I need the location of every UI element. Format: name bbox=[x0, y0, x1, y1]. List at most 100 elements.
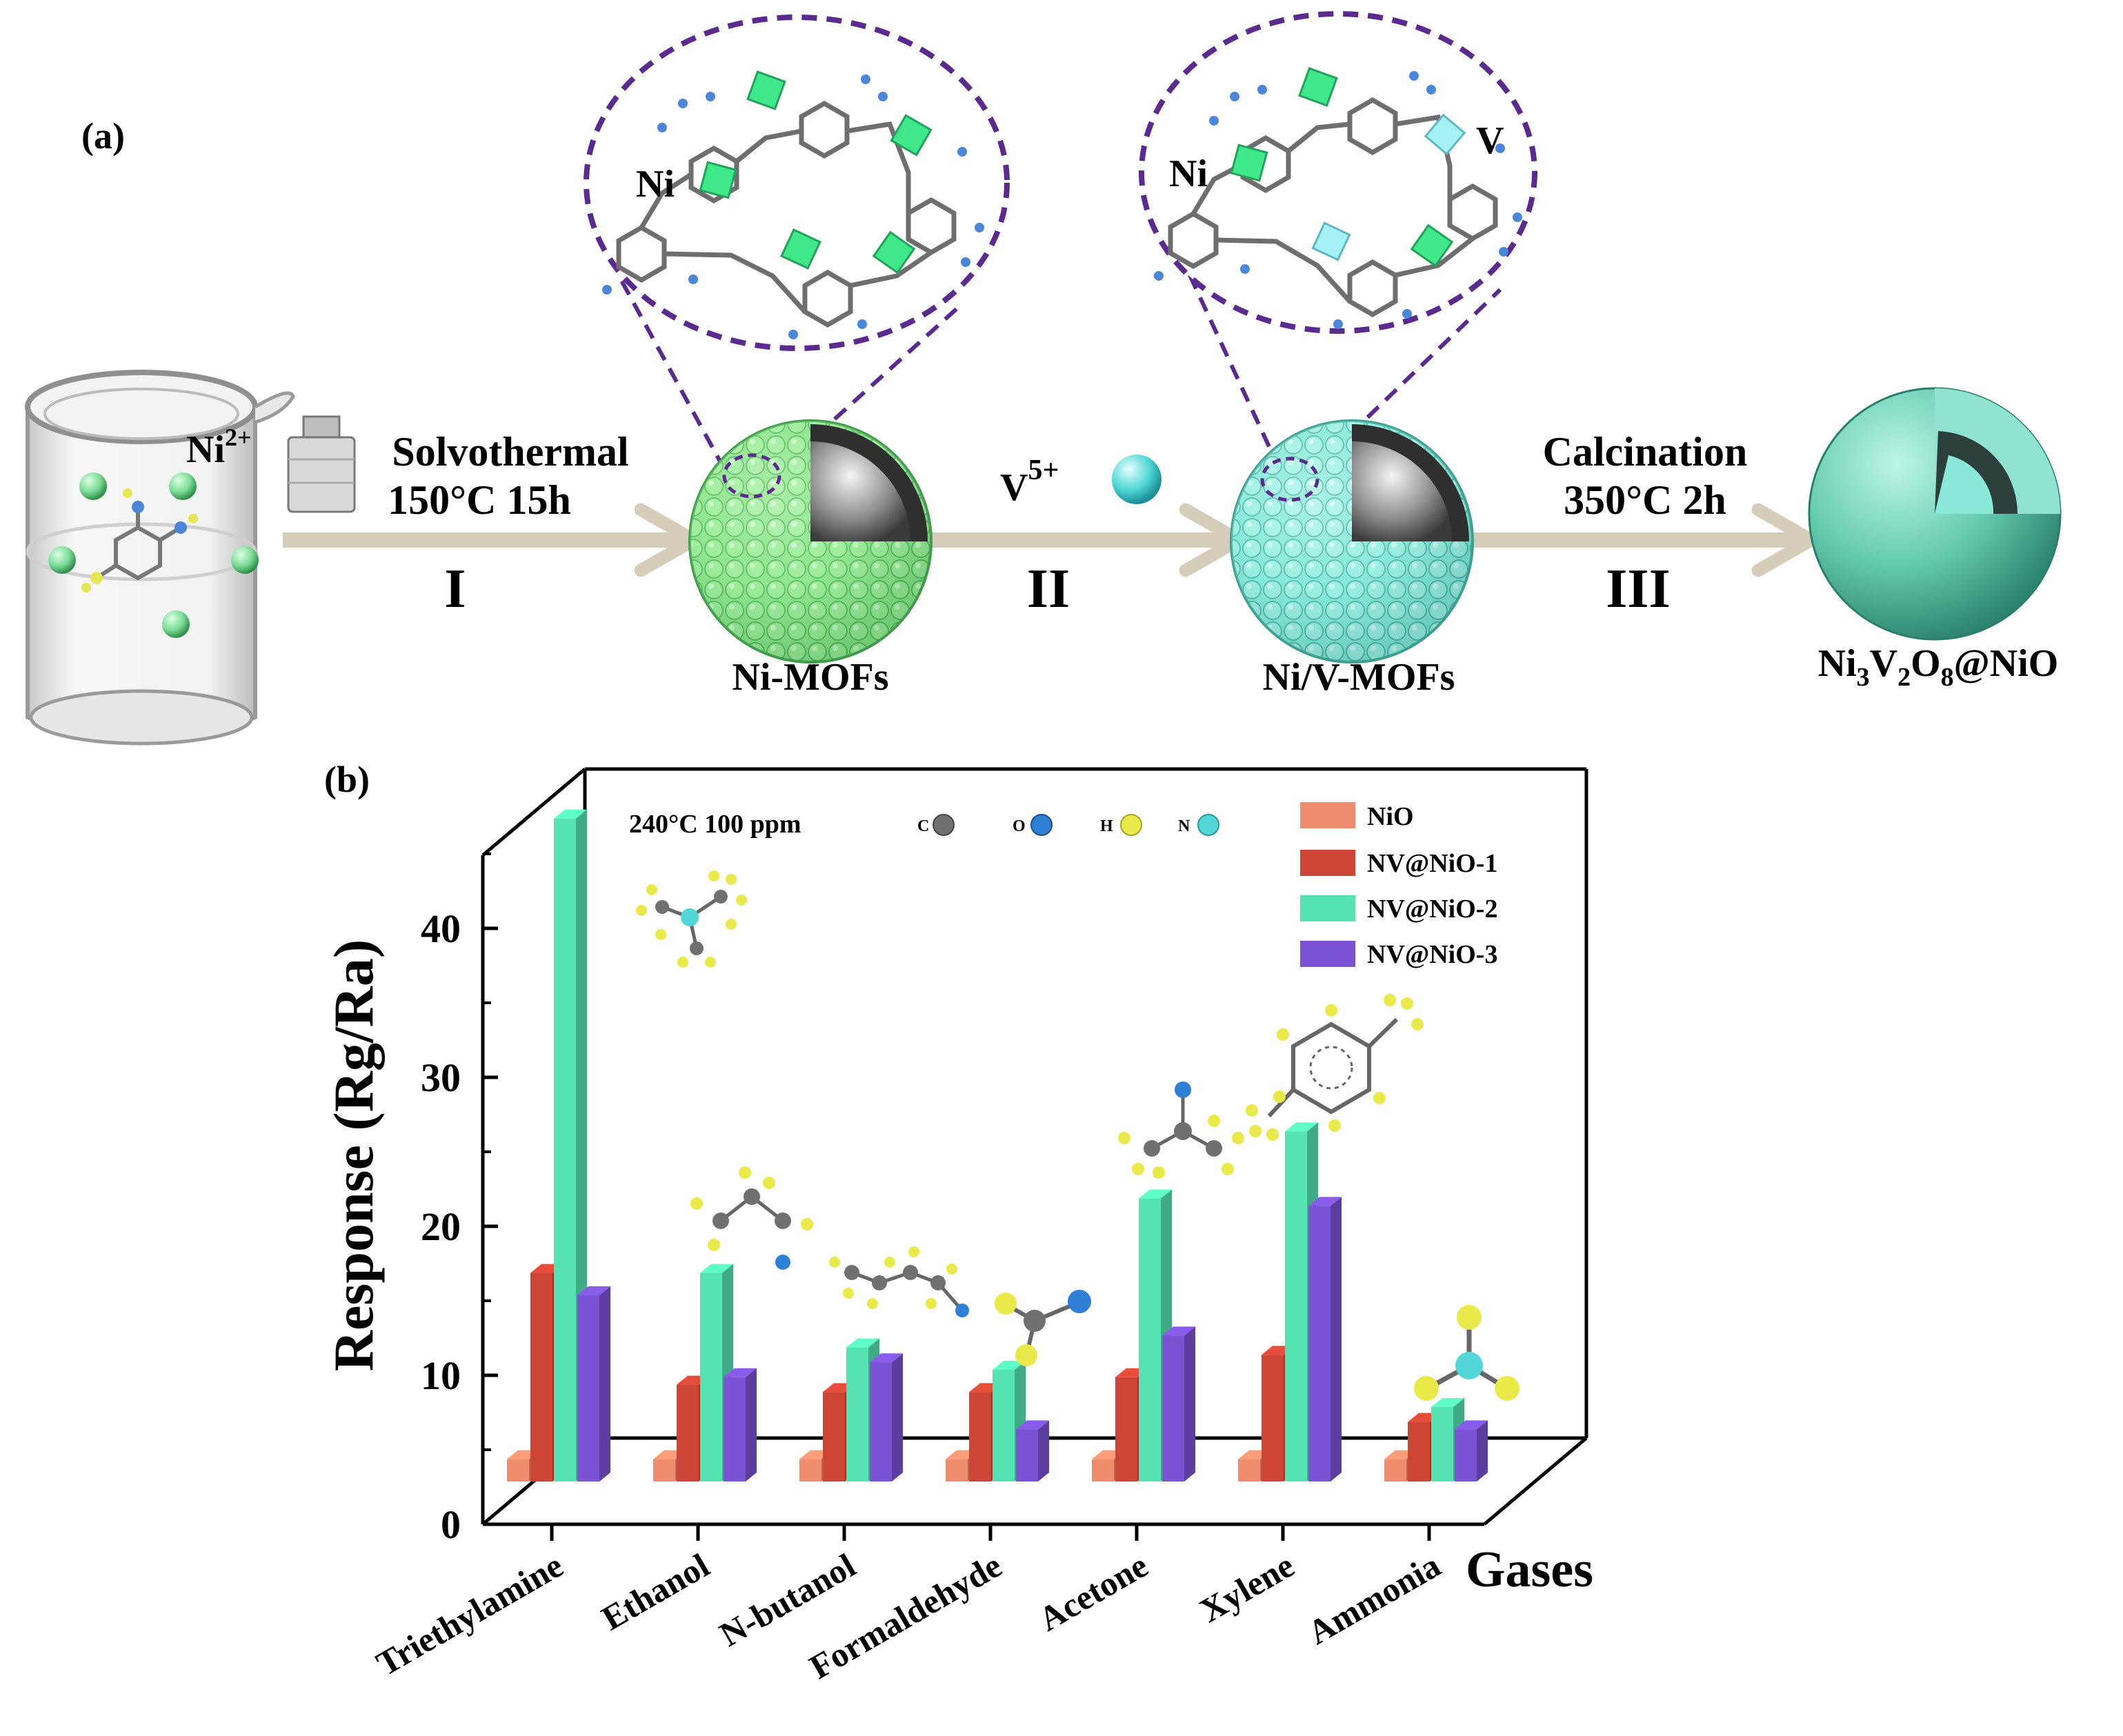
bar bbox=[724, 1368, 757, 1481]
atom-legend-h: H bbox=[1100, 814, 1142, 836]
bar bbox=[870, 1353, 903, 1481]
bar-front bbox=[507, 1459, 529, 1481]
bar-front bbox=[700, 1273, 722, 1481]
x-category-label: Ethanol bbox=[595, 1546, 716, 1637]
bar-front bbox=[1262, 1355, 1284, 1481]
step3-line2: 350°C 2h bbox=[1564, 477, 1726, 523]
legend-label-nv-nio-3: NV@NiO-3 bbox=[1367, 940, 1497, 969]
beaker-ligand-molecule bbox=[81, 488, 198, 592]
zoom2-dopant-label: V bbox=[1476, 119, 1504, 162]
v-ion-ball bbox=[1112, 455, 1162, 504]
legend-label-nio: NiO bbox=[1367, 802, 1414, 831]
bar-front bbox=[677, 1384, 699, 1481]
zoom-niv-mof: Ni V bbox=[1139, 11, 1537, 471]
bar-front bbox=[724, 1377, 746, 1481]
acetone-molecule-icon bbox=[1118, 1081, 1244, 1179]
bar-front bbox=[1139, 1198, 1161, 1481]
y-tick-label: 20 bbox=[421, 1204, 461, 1249]
product1-label: Ni-MOFs bbox=[732, 656, 888, 699]
chart-bars-group bbox=[507, 809, 1488, 1481]
bar-top bbox=[1016, 1420, 1049, 1430]
x-category-label: Triethylamine bbox=[370, 1546, 569, 1683]
bar-top bbox=[1455, 1420, 1488, 1430]
bar-front bbox=[577, 1295, 599, 1481]
legend-swatch-nio bbox=[1300, 802, 1355, 828]
formaldehyde-molecule-icon bbox=[995, 1290, 1091, 1366]
zoom-ni-mof: Ni bbox=[584, 14, 1010, 471]
bar-side bbox=[1038, 1420, 1049, 1481]
atom-legend: C O H N bbox=[917, 814, 1219, 836]
bar-top bbox=[1162, 1326, 1195, 1336]
bar-front bbox=[554, 818, 576, 1481]
bar-top bbox=[724, 1368, 757, 1377]
bar-top bbox=[1308, 1197, 1342, 1206]
step3-line1: Calcination bbox=[1543, 429, 1748, 475]
zoom2-focus-ring bbox=[1260, 457, 1319, 502]
step2-ion-label: V5+ bbox=[1000, 455, 1059, 509]
x-category-label: Acetone bbox=[1032, 1546, 1154, 1639]
y-tick-label: 10 bbox=[421, 1353, 461, 1398]
bar-front bbox=[1384, 1459, 1406, 1481]
zoom2-metal-label: Ni bbox=[1169, 152, 1208, 195]
bar bbox=[1016, 1420, 1049, 1481]
product3-label: Ni3V2O8@NiO bbox=[1818, 642, 2059, 692]
atom-legend-n: N bbox=[1178, 814, 1219, 836]
bar-side bbox=[599, 1286, 610, 1481]
zoom1-focus-ring bbox=[722, 453, 781, 499]
bar-front bbox=[530, 1273, 552, 1481]
bar-front bbox=[1408, 1421, 1430, 1481]
step1-numeral: I bbox=[444, 559, 466, 619]
bar-front bbox=[1455, 1429, 1477, 1481]
bar-front bbox=[1162, 1335, 1184, 1481]
bar-front bbox=[1016, 1429, 1038, 1481]
bar-top bbox=[1139, 1189, 1172, 1199]
niv-ni-nodes bbox=[1230, 67, 1454, 268]
bar-top bbox=[554, 809, 587, 819]
y-axis-label: Response (Rg/Ra) bbox=[322, 939, 385, 1371]
bar-front bbox=[993, 1370, 1015, 1481]
panel-a: (a) bbox=[25, 11, 2062, 746]
atom-legend-c: C bbox=[917, 814, 955, 836]
final-hollow-sphere: Ni3V2O8@NiO bbox=[1808, 387, 2062, 692]
ni-mof-sphere: Ni-MOFs bbox=[688, 419, 933, 699]
xylene-molecule-icon bbox=[1246, 994, 1424, 1141]
ni-mof-structure bbox=[616, 100, 957, 328]
atom-legend-o-symbol: O bbox=[1013, 817, 1026, 835]
bar-front bbox=[946, 1459, 968, 1481]
step3-numeral: III bbox=[1606, 559, 1670, 619]
bar-top bbox=[846, 1338, 879, 1348]
atom-legend-c-ball bbox=[933, 814, 955, 836]
niv-mof-h-atoms bbox=[1154, 71, 1522, 329]
bar bbox=[577, 1286, 610, 1481]
bar bbox=[1162, 1326, 1195, 1481]
legend-swatch-nv-nio-3 bbox=[1300, 941, 1355, 967]
atom-legend-h-symbol: H bbox=[1100, 817, 1113, 835]
product2-label: Ni/V-MOFs bbox=[1263, 656, 1455, 699]
beaker-illustration: Ni2+ bbox=[25, 370, 356, 746]
step1-line2: 150°C 15h bbox=[388, 477, 571, 523]
ni-mof-h-atoms bbox=[602, 74, 984, 339]
bar-front bbox=[846, 1347, 868, 1481]
y-tick-label: 30 bbox=[421, 1055, 461, 1100]
n-butanol-molecule-icon bbox=[829, 1246, 969, 1317]
bar-top bbox=[577, 1286, 610, 1295]
x-axis-label: Gases bbox=[1466, 1542, 1593, 1598]
y-tick-label: 0 bbox=[441, 1502, 461, 1547]
legend-swatch-nv-nio-1 bbox=[1300, 850, 1355, 876]
step3-labels: Calcination 350°C 2h III bbox=[1543, 429, 1748, 619]
beaker-ion-label: Ni2+ bbox=[186, 423, 252, 471]
panel-a-label: (a) bbox=[81, 115, 125, 157]
chart-frame bbox=[481, 767, 1588, 1526]
beaker-ni-ions bbox=[48, 472, 259, 638]
atom-legend-n-ball bbox=[1197, 814, 1219, 836]
bar-top bbox=[1431, 1398, 1464, 1407]
bar-front bbox=[1238, 1459, 1260, 1481]
step1-line1: Solvothermal bbox=[392, 429, 628, 475]
zoom1-metal-label: Ni bbox=[636, 163, 675, 206]
atom-legend-h-ball bbox=[1120, 814, 1142, 836]
bar bbox=[554, 809, 587, 1481]
